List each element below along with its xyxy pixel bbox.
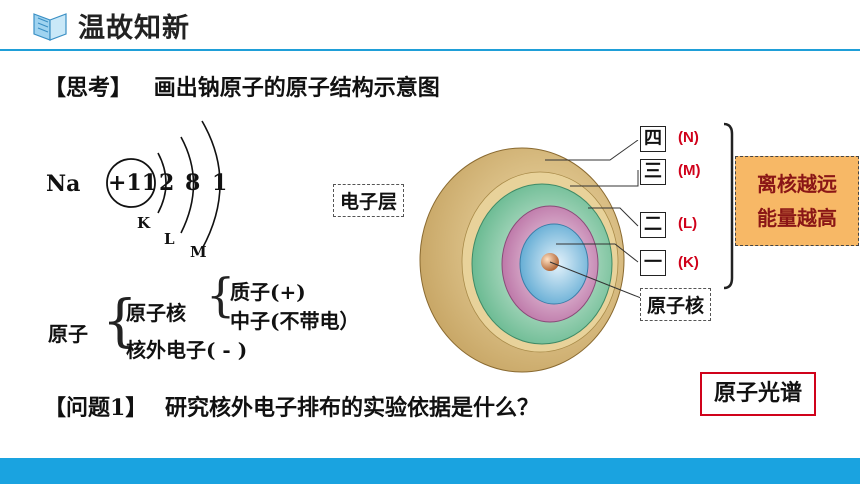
layer-code-l: (L): [678, 215, 698, 232]
layer-num-4: 四: [640, 126, 666, 152]
bottom-bar: [0, 458, 860, 484]
electron-count-k: 2: [159, 170, 175, 196]
answer-box[interactable]: 原子光谱: [700, 372, 816, 416]
energy-note-line2: 能量越高: [757, 206, 837, 230]
nucleus-charge: +11: [108, 170, 158, 196]
electron-term: 核外电子( - ): [126, 338, 248, 362]
nucleus-label: 原子核: [640, 288, 712, 321]
neutron-term: 中子(不带电）: [230, 309, 360, 333]
shell-arc-k: [157, 152, 167, 214]
layer-num-3: 三: [640, 159, 666, 185]
electron-layer-label: 电子层: [333, 184, 405, 217]
think-text: 画出钠原子的原子结构示意图: [153, 75, 440, 101]
question-1: 【问题1】 研究核外电子排布的实验依据是什么？: [44, 390, 539, 422]
layer-code-n: (N): [678, 129, 699, 146]
question-tag: 【问题1】: [44, 395, 148, 421]
book-icon: [33, 13, 67, 41]
element-symbol: Na: [46, 171, 81, 197]
atom-shells-illustration: [419, 140, 647, 373]
sodium-structure-diagram: [106, 120, 221, 250]
atom-label: 原子: [48, 322, 88, 346]
page-title: 温故知新: [78, 13, 190, 44]
energy-note: 离核越远 能量越高: [735, 156, 859, 246]
shell-label-l: L: [164, 230, 175, 248]
energy-note-line1: 离核越远: [757, 172, 837, 196]
nucleus-circle: [106, 158, 156, 208]
shell-arc-m: [201, 120, 221, 250]
layer-code-k: (K): [678, 254, 699, 271]
question-text: 研究核外电子排布的实验依据是什么？: [164, 395, 539, 421]
proton-term: 质子(+): [230, 280, 306, 304]
electron-count-m: 1: [212, 170, 228, 196]
shell-arc-l: [180, 136, 195, 234]
nucleus-term: 原子核: [126, 301, 186, 325]
shell-label-k: K: [137, 214, 151, 232]
layer-num-1: 一: [640, 250, 666, 276]
layer-num-2: 二: [640, 212, 666, 238]
atom-brace: {: [102, 289, 138, 354]
shell-label-m: M: [190, 243, 207, 261]
electron-count-l: 8: [185, 170, 201, 196]
header-divider: [0, 49, 860, 51]
layer-bracket: [723, 122, 734, 290]
nucleus-brace: {: [206, 268, 236, 322]
think-prompt: 【思考】 画出钠原子的原子结构示意图: [44, 70, 440, 102]
layer-code-m: (M): [678, 162, 701, 179]
think-tag: 【思考】: [44, 75, 133, 101]
